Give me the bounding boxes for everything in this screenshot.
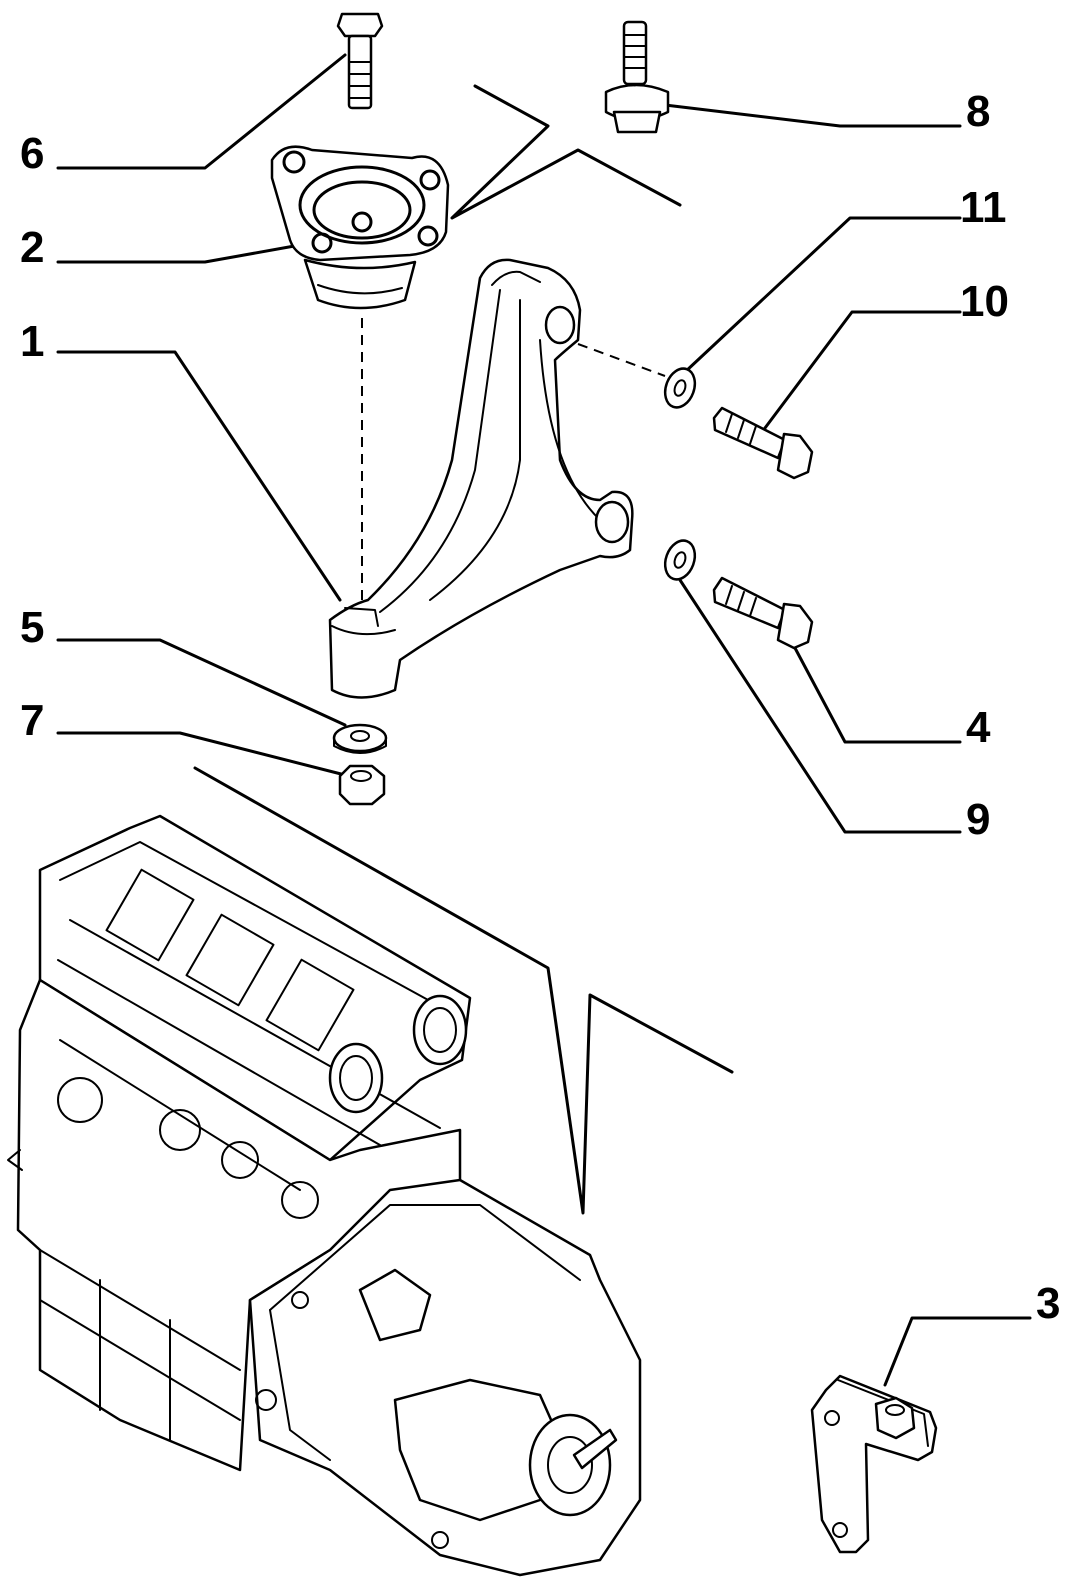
bolt-4-part (712, 576, 814, 650)
part-labels: 6 2 1 5 7 8 11 10 4 9 3 (20, 87, 1060, 1328)
part-label-3: 3 (1036, 1279, 1060, 1328)
part-label-2: 2 (20, 223, 44, 272)
part-label-6: 6 (20, 129, 44, 178)
part-label-1: 1 (20, 317, 44, 366)
nut-7-part (338, 764, 386, 806)
bracket-1-part (328, 258, 666, 699)
washer-11-part (663, 367, 697, 409)
bolt-6-part (336, 12, 384, 110)
part-label-5: 5 (20, 603, 44, 652)
part-label-7: 7 (20, 696, 44, 745)
stud-8-part (604, 20, 670, 134)
engine-assembly-part (7, 814, 642, 1577)
leader-lines (56, 53, 1032, 1387)
part-label-10: 10 (960, 277, 1009, 326)
part-label-11: 11 (960, 183, 1007, 232)
bolt-10-part (712, 406, 814, 480)
part-label-8: 8 (966, 87, 990, 136)
washer-9-part (663, 539, 697, 581)
engine-mount-2-part (270, 145, 450, 600)
washer-5-part (332, 723, 388, 754)
bracket-3-part (810, 1374, 938, 1554)
part-label-4: 4 (966, 703, 991, 752)
part-label-9: 9 (966, 795, 990, 844)
